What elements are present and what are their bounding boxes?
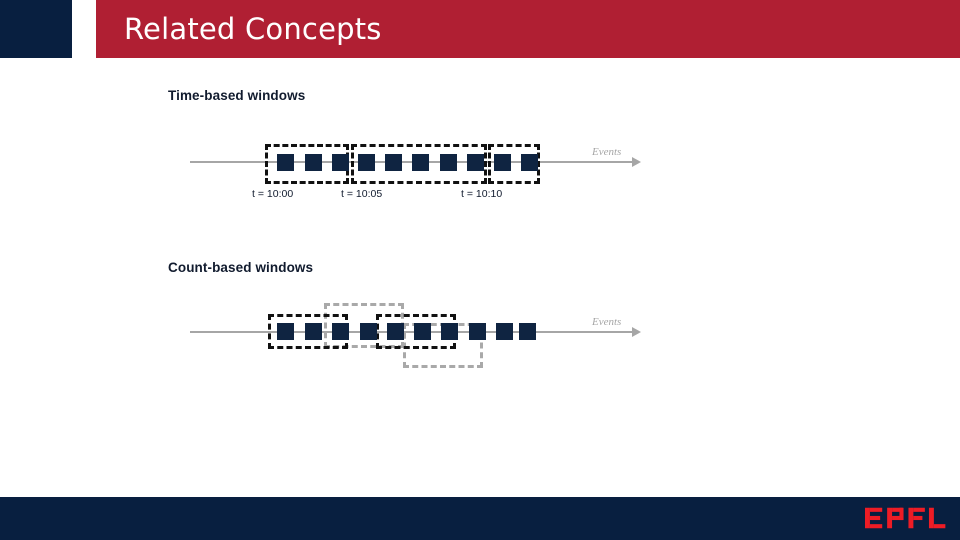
event-marker (387, 323, 404, 340)
event-marker (496, 323, 513, 340)
event-marker (441, 323, 458, 340)
event-marker (360, 323, 377, 340)
event-marker (519, 323, 536, 340)
event-marker (385, 154, 402, 171)
timeline-axis (190, 331, 632, 333)
header-red-band (96, 0, 960, 58)
event-marker (332, 323, 349, 340)
event-marker (332, 154, 349, 171)
event-marker (277, 323, 294, 340)
event-marker (467, 154, 484, 171)
axis-label-events: Events (592, 146, 622, 158)
tick-label-time: t = 10:05 (341, 188, 383, 200)
diagram-time-based-windows: Events t = 10:00 t = 10:05 t = 10:10 (0, 130, 960, 210)
diagram-count-based-windows: Events (0, 290, 960, 370)
event-marker (358, 154, 375, 171)
page-title: Related Concepts (124, 12, 382, 46)
timeline-axis (190, 161, 632, 163)
event-marker (277, 154, 294, 171)
event-marker (305, 154, 322, 171)
event-marker (412, 154, 429, 171)
event-marker (494, 154, 511, 171)
window-box (351, 144, 487, 184)
event-marker (469, 323, 486, 340)
tick-label-time: t = 10:00 (252, 188, 294, 200)
tick-label-time: t = 10:10 (461, 188, 503, 200)
timeline-axis-arrow (632, 327, 641, 337)
event-marker (440, 154, 457, 171)
section-heading-count-based: Count-based windows (168, 260, 314, 275)
axis-label-events: Events (592, 316, 622, 328)
window-box (488, 144, 540, 184)
epfl-logo (865, 507, 946, 529)
section-heading-time-based: Time-based windows (168, 88, 306, 103)
footer-navy-bar (0, 497, 960, 540)
timeline-axis-arrow (632, 157, 641, 167)
event-marker (414, 323, 431, 340)
event-marker (305, 323, 322, 340)
event-marker (521, 154, 538, 171)
header-navy-block (0, 0, 72, 58)
